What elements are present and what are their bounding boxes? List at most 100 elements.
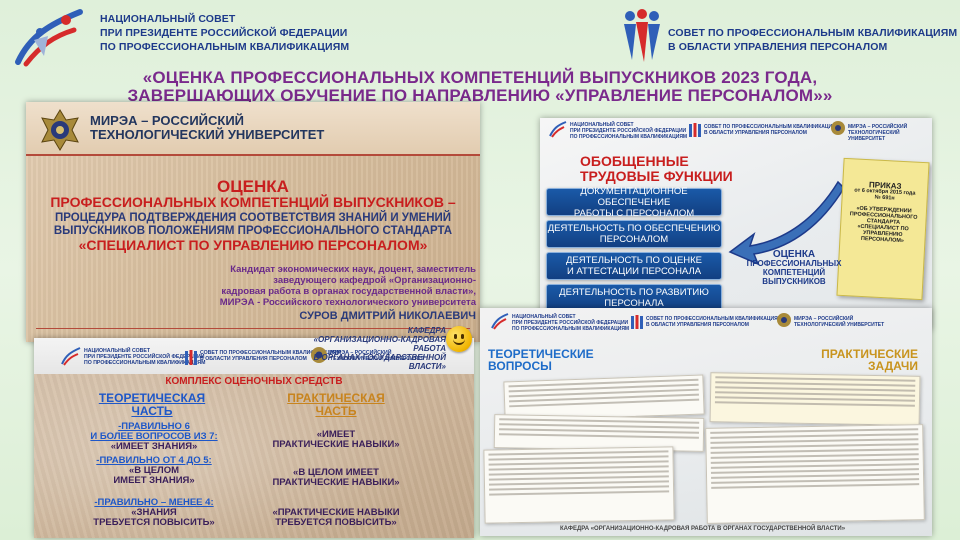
hdr-line: МИРЭА – РОССИЙСКИЙ: [794, 316, 854, 322]
org-line: В ОБЛАСТИ УПРАВЛЕНИЯ ПЕРСОНАЛОМ: [668, 41, 888, 53]
practice-result: «ИМЕЕТ ПРАКТИЧЕСКИЕ НАВЫКИ»: [246, 430, 426, 450]
slide-description: ПРОЦЕДУРА ПОДТВЕРЖДЕНИЯ СООТВЕТСТВИЯ ЗНА…: [26, 212, 480, 238]
theory-rule: -ПРАВИЛЬНО 6 И БОЛЕЕ ВОПРОСОВ ИЗ 7: «ИМЕ…: [74, 422, 234, 452]
university-name: МИРЭА – РОССИЙСКИЙ ТЕХНОЛОГИЧЕСКИЙ УНИВЕ…: [90, 114, 324, 142]
theory-part-heading: ТЕОРЕТИЧЕСКАЯ ЧАСТЬ: [82, 392, 222, 418]
mini-council-name: НАЦИОНАЛЬНЫЙ СОВЕТ ПРИ ПРЕЗИДЕНТЕ РОССИЙ…: [84, 348, 205, 366]
head-line: ЧАСТЬ: [131, 404, 173, 418]
hr-council-name: СОВЕТ ПО ПРОФЕССИОНАЛЬНЫМ КВАЛИФИКАЦИЯМ …: [668, 26, 957, 54]
mini-hr-logo: [688, 120, 702, 138]
function-line: ДЕЯТЕЛЬНОСТЬ ПО РАЗВИТИЮ: [559, 287, 709, 298]
task-sheet: [705, 424, 925, 524]
kafedra-line: «ОРГАНИЗАЦИОННО-КАДРОВАЯ РАБОТА: [313, 335, 446, 353]
rule-result: «ЗНАНИЯ: [131, 507, 177, 518]
pz-line: ЗАДАЧИ: [868, 359, 918, 373]
result-line: ПРАКТИЧЕСКИЕ НАВЫКИ»: [272, 477, 400, 488]
question-sheet: [483, 446, 675, 524]
ocenka-line: КОМПЕТЕНЦИЙ: [762, 268, 826, 277]
rule-line: -ПРАВИЛЬНО 6: [118, 421, 190, 432]
rule-result: «В ЦЕЛОМ: [128, 465, 180, 476]
hdr-line: В ОБЛАСТИ УПРАВЛЕНИЯ ПЕРСОНАЛОМ: [646, 322, 749, 328]
page-title: «ОЦЕНКА ПРОФЕССИОНАЛЬНЫХ КОМПЕТЕНЦИЙ ВЫП…: [40, 69, 920, 105]
practice-result: «ПРАКТИЧЕСКИЕ НАВЫКИ ТРЕБУЕТСЯ ПОВЫСИТЬ»: [246, 508, 426, 528]
slide-header: [26, 102, 480, 156]
practice-part-heading: ПРАКТИЧЕСКАЯ ЧАСТЬ: [256, 392, 416, 418]
org-line: ПО ПРОФЕССИОНАЛЬНЫМ КВАЛИФИКАЦИЯМ: [100, 41, 350, 53]
rule-result: ТРЕБУЕТСЯ ПОВЫСИТЬ»: [93, 517, 215, 528]
slide-header: [34, 338, 474, 374]
mini-council-name: НАЦИОНАЛЬНЫЙ СОВЕТ ПРИ ПРЕЗИДЕНТЕ РОССИЙ…: [512, 314, 629, 332]
university-line: МИРЭА – РОССИЙСКИЙ: [90, 113, 245, 128]
national-council-logo: [10, 6, 90, 70]
kafedra-line: В ОРГАНАХ ГОСУДАРСТВЕННОЙ ВЛАСТИ»: [313, 353, 446, 371]
university-emblem-icon: [777, 313, 791, 327]
ocenka-line: ОЦЕНКА: [772, 249, 816, 260]
author-line: МИРЭА - Российского технологического уни…: [219, 297, 476, 308]
labor-functions-slide: НАЦИОНАЛЬНЫЙ СОВЕТ ПРИ ПРЕЗИДЕНТЕ РОССИЙ…: [540, 118, 932, 330]
author-name: СУРОВ ДМИТРИЙ НИКОЛАЕВИЧ: [299, 310, 476, 322]
result-line: ТРЕБУЕТСЯ ПОВЫСИТЬ»: [275, 517, 397, 528]
function-line: ДЕЯТЕЛЬНОСТЬ ПО ОБЕСПЕЧЕНИЮ: [547, 223, 721, 234]
head-line: ТЕОРЕТИЧЕСКАЯ: [98, 391, 206, 405]
mini-hr-logo: [630, 312, 644, 330]
tv-line: ТЕОРЕТИЧЕСКИЕ: [488, 347, 594, 361]
mini-hr-name: СОВЕТ ПО ПРОФЕССИОНАЛЬНЫМ КВАЛИФИКАЦИЯМ …: [704, 124, 840, 136]
assessment-tools-slide: НАЦИОНАЛЬНЫЙ СОВЕТ ПРИ ПРЕЗИДЕНТЕ РОССИЙ…: [34, 338, 474, 538]
rule-line: -ПРАВИЛЬНО ОТ 4 ДО 5:: [96, 455, 212, 466]
hdr-line: СОВЕТ ПО ПРОФЕССИОНАЛЬНЫМ КВАЛИФИКАЦИЯМ: [704, 124, 840, 130]
functions-title: ОБОБЩЕННЫЕ ТРУДОВЫЕ ФУНКЦИИ: [580, 154, 733, 184]
mini-hr-name: СОВЕТ ПО ПРОФЕССИОНАЛЬНЫМ КВАЛИФИКАЦИЯМ …: [200, 350, 341, 362]
functions-title-line: ОБОБЩЕННЫЕ: [580, 153, 689, 169]
author-line: заведующего кафедрой «Организационно-: [273, 275, 476, 286]
mini-council-name: НАЦИОНАЛЬНЫЙ СОВЕТ ПРИ ПРЕЗИДЕНТЕ РОССИЙ…: [570, 122, 687, 140]
national-council-name: НАЦИОНАЛЬНЫЙ СОВЕТ ПРИ ПРЕЗИДЕНТЕ РОССИЙ…: [100, 12, 349, 54]
desc-line: ВЫПУСКНИКОВ ПОЛОЖЕНИЯМ ПРОФЕССИОНАЛЬНОГО…: [53, 225, 453, 237]
result-line: «ПРАКТИЧЕСКИЕ НАВЫКИ: [272, 507, 400, 518]
hdr-line: ПРИ ПРЕЗИДЕНТЕ РОССИЙСКОЙ ФЕДЕРАЦИИ: [570, 128, 687, 134]
function-line: И АТТЕСТАЦИИ ПЕРСОНАЛА: [566, 266, 702, 277]
hr-council-logo-icon: [631, 315, 643, 329]
standard-name: «СПЕЦИАЛИСТ ПО УПРАВЛЕНИЮ ПЕРСОНАЛОМ»: [78, 237, 428, 253]
ocenka-line: ВЫПУСКНИКОВ: [762, 277, 826, 286]
mini-hr-name: СОВЕТ ПО ПРОФЕССИОНАЛЬНЫМ КВАЛИФИКАЦИЯМ …: [646, 316, 782, 328]
result-line: «В ЦЕЛОМ ИМЕЕТ: [293, 467, 379, 478]
function-line: ДОКУМЕНТАЦИОННОЕ ОБЕСПЕЧЕНИЕ: [580, 185, 688, 208]
pz-line: ПРАКТИЧЕСКИЕ: [821, 347, 918, 361]
council-logo-icon: [15, 9, 83, 67]
rule-line: -ПРАВИЛЬНО – МЕНЕЕ 4:: [94, 497, 214, 508]
mini-university-emblem: [310, 346, 328, 364]
university-emblem-icon: [831, 121, 845, 135]
org-line: НАЦИОНАЛЬНЫЙ СОВЕТ: [100, 13, 236, 25]
title-line: «ОЦЕНКА ПРОФЕССИОНАЛЬНЫХ КОМПЕТЕНЦИЙ ВЫП…: [142, 68, 818, 87]
mini-university-emblem: [830, 120, 846, 136]
hdr-line: НАЦИОНАЛЬНЫЙ СОВЕТ: [512, 314, 576, 320]
slide-subtitle: ПРОФЕССИОНАЛЬНЫХ КОМПЕТЕНЦИЙ ВЫПУСКНИКОВ…: [50, 194, 456, 210]
mini-hr-logo: [184, 346, 198, 366]
intro-slide: МИРЭА – РОССИЙСКИЙ ТЕХНОЛОГИЧЕСКИЙ УНИВЕ…: [26, 102, 480, 342]
mini-university-name: МИРЭА – РОССИЙСКИЙ ТЕХНОЛОГИЧЕСКИЙ УНИВЕ…: [794, 316, 884, 328]
hdr-line: ПРИ ПРЕЗИДЕНТЕ РОССИЙСКОЙ ФЕДЕРАЦИИ: [84, 354, 205, 360]
theory-rule: -ПРАВИЛЬНО ОТ 4 ДО 5: «В ЦЕЛОМ ИМЕЕТ ЗНА…: [74, 456, 234, 486]
function-line: РАБОТЫ С ПЕРСОНАЛОМ: [573, 207, 695, 219]
rule-line: И БОЛЕЕ ВОПРОСОВ ИЗ 7:: [90, 431, 218, 442]
arrow: [726, 178, 846, 268]
hdr-line: В ОБЛАСТИ УПРАВЛЕНИЯ ПЕРСОНАЛОМ: [200, 356, 307, 362]
hdr-line: ПРИ ПРЕЗИДЕНТЕ РОССИЙСКОЙ ФЕДЕРАЦИИ: [512, 320, 629, 326]
head-line: ЧАСТЬ: [315, 404, 357, 418]
university-line: ТЕХНОЛОГИЧЕСКИЙ УНИВЕРСИТЕТ: [90, 127, 325, 142]
hdr-line: МИРЭА – РОССИЙСКИЙ: [330, 350, 392, 356]
rule-result: ИМЕЕТ ЗНАНИЯ»: [113, 475, 195, 486]
title-line: ЗАВЕРШАЮЩИХ ОБУЧЕНИЕ ПО НАПРАВЛЕНИЮ «УПР…: [127, 86, 833, 105]
author-line: Кандидат экономических наук, доцент, зам…: [230, 264, 476, 275]
tv-line: ВОПРОСЫ: [488, 359, 552, 373]
mini-university-name: МИРЭА – РОССИЙСКИЙ ТЕХНОЛОГИЧЕСКИЙ УНИВЕ…: [848, 124, 932, 142]
author-credentials: Кандидат экономических наук, доцент, зам…: [196, 264, 476, 308]
functions-title-line: ТРУДОВЫЕ ФУНКЦИИ: [580, 168, 733, 184]
department-label: КАФЕДРА «ОРГАНИЗАЦИОННО-КАДРОВАЯ РАБОТА …: [286, 326, 446, 371]
practice-tasks-title: ПРАКТИЧЕСКИЕ ЗАДАЧИ: [758, 348, 918, 372]
hdr-line: НАЦИОНАЛЬНЫЙ СОВЕТ: [84, 348, 150, 354]
hdr-line: СОВЕТ ПО ПРОФЕССИОНАЛЬНЫМ КВАЛИФИКАЦИЯМ: [646, 316, 782, 322]
